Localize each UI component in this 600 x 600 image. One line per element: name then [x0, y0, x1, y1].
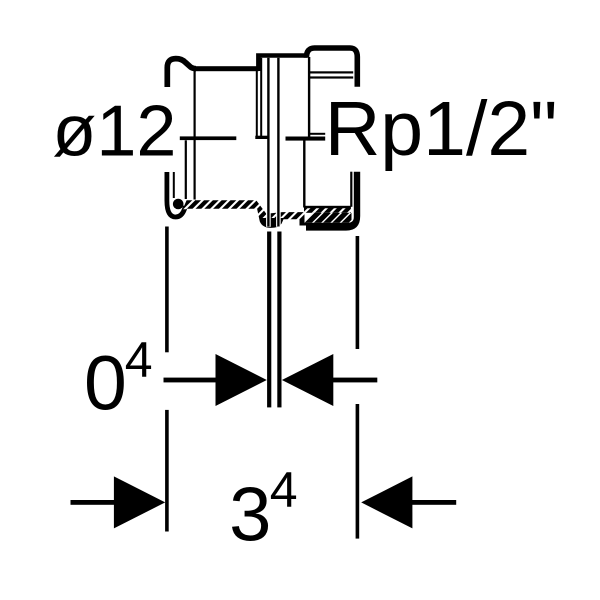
- svg-text:4: 4: [270, 462, 298, 518]
- svg-text:4: 4: [125, 332, 153, 388]
- svg-text:ø12: ø12: [52, 92, 176, 172]
- svg-text:3: 3: [229, 473, 271, 558]
- svg-text:Rp1/2": Rp1/2": [325, 86, 558, 172]
- svg-text:0: 0: [84, 341, 127, 427]
